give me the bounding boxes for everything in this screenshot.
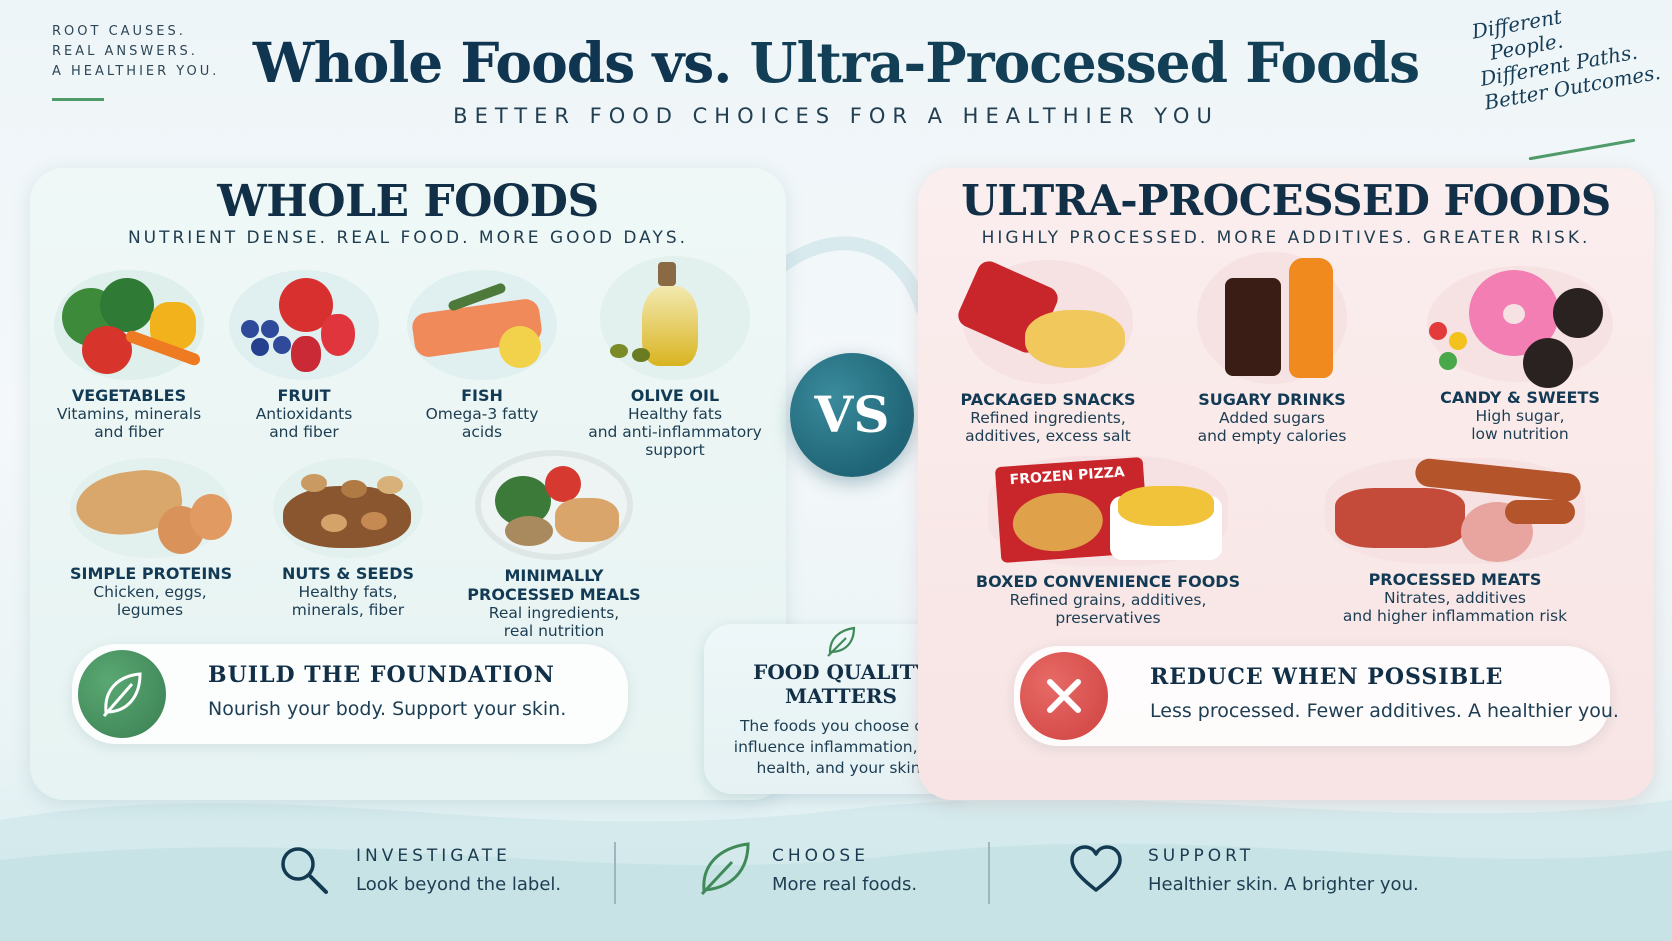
footer-item-investigate: INVESTIGATE Look beyond the label. — [276, 820, 576, 941]
magnifier-icon — [281, 847, 328, 894]
food-description: Chicken, eggs, legumes — [93, 583, 207, 619]
leaf-badge — [78, 650, 166, 738]
food-name: MINIMALLY PROCESSED MEALS — [467, 566, 641, 604]
food-name: SIMPLE PROTEINS — [70, 564, 233, 583]
footer-subtitle: More real foods. — [772, 874, 918, 895]
vs-badge: VS — [790, 353, 914, 477]
food-description: Refined ingredients, additives, excess s… — [965, 409, 1131, 445]
heart-icon — [1070, 845, 1122, 892]
build-foundation-title: BUILD THE FOUNDATION — [208, 662, 555, 688]
food-item-fruit: FRUIT Antioxidants and fiber — [224, 270, 384, 441]
nuts-seeds-image — [273, 458, 423, 558]
food-item-nuts-seeds: NUTS & SEEDS Healthy fats, minerals, fib… — [268, 458, 428, 619]
food-quality-body: The foods you choose can influence infla… — [733, 717, 949, 777]
food-description: High sugar, low nutrition — [1471, 407, 1569, 443]
packaged-snacks-image — [954, 257, 1133, 384]
food-name: PROCESSED MEATS — [1368, 570, 1542, 589]
food-description: Refined grains, additives, preservatives — [1009, 591, 1207, 627]
tagline-line: ROOT CAUSES. — [52, 24, 186, 39]
tagline-line: A HEALTHIER YOU. — [52, 64, 220, 79]
footer-subtitle: Healthier skin. A brighter you. — [1148, 874, 1419, 895]
minimally-processed-meals-image — [475, 450, 633, 560]
close-icon — [1047, 679, 1081, 713]
boxed-convenience-foods-image: FROZEN PIZZA — [988, 456, 1228, 566]
food-name: VEGETABLES — [71, 386, 187, 405]
food-name: PACKAGED SNACKS — [960, 390, 1136, 409]
reduce-when-possible-banner: REDUCE WHEN POSSIBLE Less processed. Few… — [1014, 646, 1619, 746]
food-name: BOXED CONVENIENCE FOODS — [975, 572, 1241, 591]
food-name: NUTS & SEEDS — [281, 564, 415, 583]
food-item-olive-oil: OLIVE OIL Healthy fats and anti-inflamma… — [570, 256, 780, 459]
leaf-icon — [827, 626, 856, 657]
tagline-rule — [52, 98, 104, 101]
reduce-subtitle: Less processed. Fewer additives. A healt… — [1150, 700, 1619, 722]
whole-foods-subtitle: NUTRIENT DENSE. REAL FOOD. MORE GOOD DAY… — [127, 228, 689, 248]
build-foundation-banner: BUILD THE FOUNDATION Nourish your body. … — [72, 644, 628, 744]
food-description: Healthy fats and anti-inflammatory suppo… — [588, 405, 762, 459]
corner-note: Different People. Different Paths. Bette… — [1470, 0, 1672, 115]
food-name: SUGARY DRINKS — [1198, 390, 1346, 409]
whole-foods-panel: WHOLE FOODS NUTRIENT DENSE. REAL FOOD. M… — [30, 168, 786, 800]
food-item-vegetables: VEGETABLES Vitamins, minerals and fiber — [44, 270, 214, 441]
food-item-simple-proteins: SIMPLE PROTEINS Chicken, eggs, legumes — [70, 458, 233, 619]
food-description: Omega-3 fatty acids — [425, 405, 539, 441]
whole-foods-title: WHOLE FOODS — [217, 176, 599, 227]
pizza-box-label: FROZEN PIZZA — [1009, 464, 1126, 489]
ultra-processed-title: ULTRA-PROCESSED FOODS — [961, 176, 1611, 225]
food-description: Antioxidants and fiber — [255, 405, 353, 441]
footer: INVESTIGATE Look beyond the label. CHOOS… — [0, 820, 1672, 941]
fish-image — [407, 270, 557, 380]
footer-title: SUPPORT — [1148, 846, 1255, 866]
food-name: CANDY & SWEETS — [1440, 388, 1600, 407]
footer-divider — [988, 842, 990, 904]
food-description: Added sugars and empty calories — [1197, 409, 1347, 445]
food-item-candy-sweets: CANDY & SWEETS High sugar, low nutrition — [1402, 266, 1638, 443]
food-item-boxed-convenience-foods: FROZEN PIZZA BOXED CONVENIENCE FOODS Ref… — [958, 456, 1258, 627]
candy-sweets-image — [1427, 266, 1613, 382]
footer-item-support: SUPPORT Healthier skin. A brighter you. — [1068, 820, 1428, 941]
reduce-title: REDUCE WHEN POSSIBLE — [1150, 664, 1504, 690]
footer-subtitle: Look beyond the label. — [356, 874, 562, 895]
x-badge — [1020, 652, 1108, 740]
vegetables-image — [54, 270, 204, 380]
leaf-icon — [102, 672, 142, 717]
title-part-whole: Whole Foods vs. — [252, 30, 750, 95]
food-description: Healthy fats, minerals, fiber — [291, 583, 405, 619]
food-item-minimally-processed-meals: MINIMALLY PROCESSED MEALS Real ingredien… — [464, 450, 644, 640]
food-description: Nitrates, additives and higher inflammat… — [1342, 589, 1568, 625]
ultra-processed-panel: ULTRA-PROCESSED FOODS HIGHLY PROCESSED. … — [918, 168, 1654, 800]
tagline: ROOT CAUSES. REAL ANSWERS. A HEALTHIER Y… — [52, 22, 219, 82]
footer-item-choose: CHOOSE More real foods. — [692, 820, 952, 941]
footer-title: CHOOSE — [772, 846, 869, 866]
food-name: OLIVE OIL — [630, 386, 720, 405]
food-item-packaged-snacks: PACKAGED SNACKS Refined ingredients, add… — [938, 257, 1158, 445]
footer-divider — [614, 842, 616, 904]
food-item-sugary-drinks: SUGARY DRINKS Added sugars and empty cal… — [1172, 252, 1372, 445]
food-name: FRUIT — [277, 386, 331, 405]
simple-proteins-image — [70, 458, 232, 558]
build-foundation-subtitle: Nourish your body. Support your skin. — [208, 698, 567, 720]
corner-rule — [1528, 138, 1636, 161]
ultra-processed-subtitle: HIGHLY PROCESSED. MORE ADDITIVES. GREATE… — [981, 228, 1591, 248]
footer-title: INVESTIGATE — [356, 846, 511, 866]
tagline-line: REAL ANSWERS. — [52, 44, 198, 59]
leaf-icon — [700, 842, 750, 896]
page-title: Whole Foods vs. Ultra-Processed Foods — [0, 30, 1672, 95]
food-item-processed-meats: PROCESSED MEATS Nitrates, additives and … — [1290, 457, 1620, 625]
olive-oil-image — [600, 256, 750, 380]
food-description: Vitamins, minerals and fiber — [56, 405, 202, 441]
food-name: FISH — [461, 386, 503, 405]
page-subtitle: BETTER FOOD CHOICES FOR A HEALTHIER YOU — [453, 104, 1219, 128]
sugary-drinks-image — [1197, 252, 1347, 384]
processed-meats-image — [1325, 457, 1585, 564]
food-item-fish: FISH Omega-3 fatty acids — [402, 270, 562, 441]
background-wave — [0, 799, 1672, 941]
title-part-ultra: Ultra-Processed Foods — [749, 30, 1421, 95]
food-description: Real ingredients, real nutrition — [488, 604, 620, 640]
food-quality-title: FOOD QUALITY MATTERS — [753, 660, 929, 708]
fruit-image — [229, 270, 379, 380]
